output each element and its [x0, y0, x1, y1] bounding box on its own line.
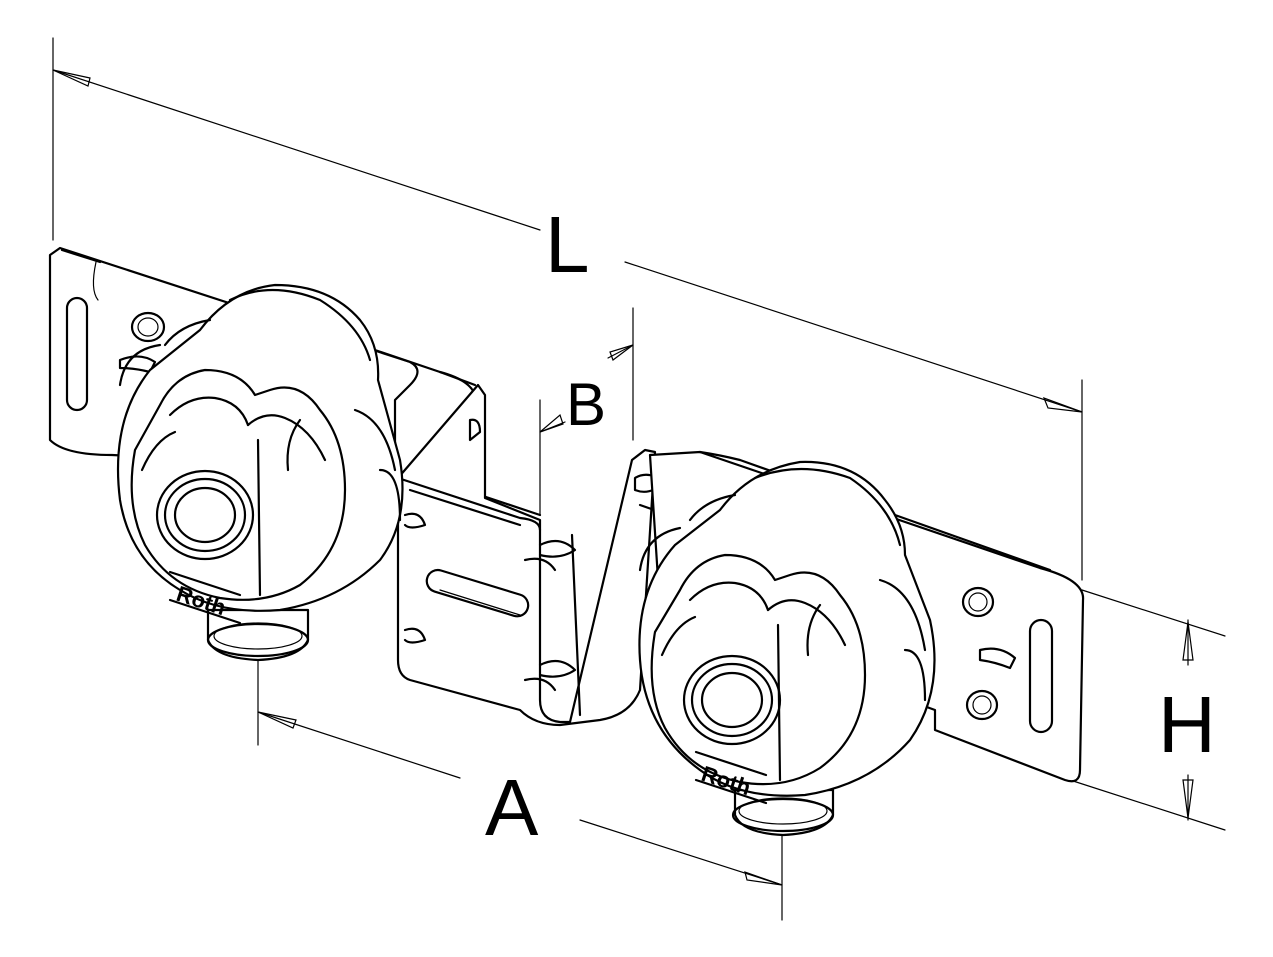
- arrow-icon: [52, 69, 91, 87]
- dimension-lines: [52, 37, 1226, 921]
- arrow-icon: [1182, 779, 1194, 819]
- dimension-label-a: A: [485, 763, 539, 852]
- dimension-label-l: L: [545, 200, 590, 289]
- arrow-icon: [744, 871, 783, 886]
- arrow-icon: [1182, 621, 1194, 661]
- arrow-icon: [539, 413, 564, 433]
- dimension-label-h: H: [1158, 680, 1216, 769]
- right-valve: Roth: [638, 460, 936, 837]
- arrow-icon: [1042, 396, 1083, 413]
- dimension-label-b: B: [566, 371, 606, 438]
- arrow-icon: [609, 344, 634, 361]
- arrow-icon: [257, 711, 297, 729]
- left-valve: Roth: [116, 283, 404, 662]
